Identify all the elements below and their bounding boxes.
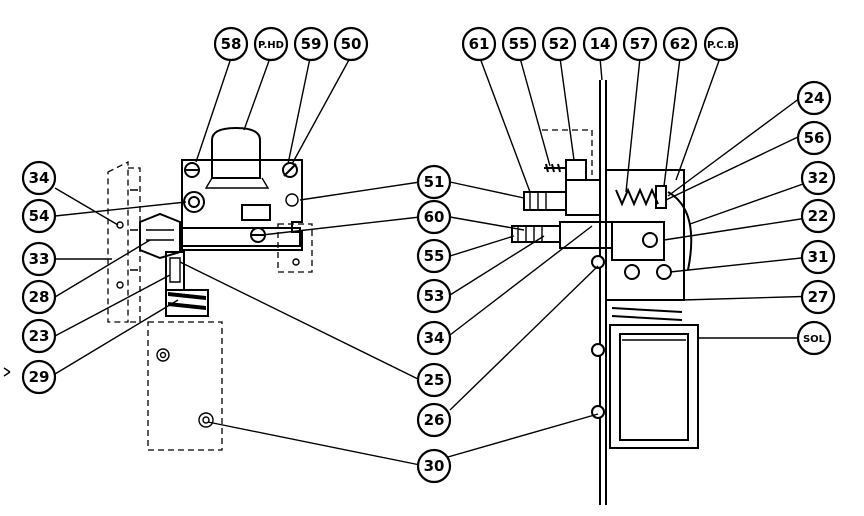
left-back-plate xyxy=(107,160,141,323)
svg-text:58: 58 xyxy=(221,35,242,53)
callout-62: 62 xyxy=(662,26,698,62)
callout-51: 51 xyxy=(416,164,452,200)
svg-text:55: 55 xyxy=(509,35,530,53)
svg-text:14: 14 xyxy=(590,35,611,53)
callout-55-upper: 55 xyxy=(501,26,537,62)
callout-22: 22 xyxy=(800,198,836,234)
svg-text:25: 25 xyxy=(424,371,445,389)
svg-text:34: 34 xyxy=(424,329,445,347)
svg-text:P.HD: P.HD xyxy=(258,40,284,51)
callout-solenoid: SOL xyxy=(796,320,832,356)
svg-text:52: 52 xyxy=(549,35,570,53)
svg-text:29: 29 xyxy=(29,368,50,386)
callout-33: 33 xyxy=(21,241,57,277)
callout-60: 60 xyxy=(416,199,452,235)
svg-text:62: 62 xyxy=(670,35,691,53)
callout-print-head: P.HD xyxy=(253,26,289,62)
callout-26: 26 xyxy=(416,402,452,438)
svg-text:60: 60 xyxy=(424,208,445,226)
callout-pcb: P.C.B xyxy=(703,26,739,62)
callout-52: 52 xyxy=(541,26,577,62)
svg-text:28: 28 xyxy=(29,288,50,306)
callout-54: 54 xyxy=(21,198,57,234)
solenoid xyxy=(609,324,699,449)
svg-text:33: 33 xyxy=(29,250,50,268)
svg-text:30: 30 xyxy=(424,457,445,475)
callout-55-lower: 55 xyxy=(416,238,452,274)
svg-text:23: 23 xyxy=(29,327,50,345)
callout-56: 56 xyxy=(796,120,832,156)
svg-text:24: 24 xyxy=(804,89,825,107)
svg-text:53: 53 xyxy=(424,287,445,305)
svg-text:54: 54 xyxy=(29,207,50,225)
callout-30: 30 xyxy=(416,448,452,484)
callout-53: 53 xyxy=(416,278,452,314)
svg-text:SOL: SOL xyxy=(803,334,826,345)
callout-29: 29 xyxy=(21,359,57,395)
callout-25: 25 xyxy=(416,362,452,398)
callout-23: 23 xyxy=(21,318,57,354)
callout-27: 27 xyxy=(800,279,836,315)
svg-text:32: 32 xyxy=(808,169,829,187)
callout-58: 58 xyxy=(213,26,249,62)
callout-24: 24 xyxy=(796,80,832,116)
svg-text:34: 34 xyxy=(29,169,50,187)
callout-34-right: 34 xyxy=(416,320,452,356)
print-head xyxy=(211,126,261,179)
callout-57: 57 xyxy=(622,26,658,62)
right-assembly xyxy=(511,80,699,505)
callout-34-left: 34 xyxy=(21,160,57,196)
callout-31: 31 xyxy=(800,239,836,275)
coil-spring xyxy=(615,187,659,207)
svg-text:P.C.B: P.C.B xyxy=(707,40,735,51)
svg-text:50: 50 xyxy=(341,35,362,53)
callout-59: 59 xyxy=(293,26,329,62)
svg-text:22: 22 xyxy=(808,207,829,225)
svg-text:27: 27 xyxy=(808,288,829,306)
callout-32: 32 xyxy=(800,160,836,196)
frame-plate xyxy=(599,80,607,505)
svg-text:26: 26 xyxy=(424,411,445,429)
left-lower-housing xyxy=(147,321,223,451)
svg-text:59: 59 xyxy=(301,35,322,53)
leader-lines xyxy=(54,57,821,466)
left-assembly xyxy=(3,126,313,451)
callout-50: 50 xyxy=(333,26,369,62)
callout-61: 61 xyxy=(461,26,497,62)
callout-14: 14 xyxy=(582,26,618,62)
svg-text:61: 61 xyxy=(469,35,490,53)
svg-text:51: 51 xyxy=(424,173,445,191)
svg-text:31: 31 xyxy=(808,248,829,266)
svg-text:56: 56 xyxy=(804,129,825,147)
svg-text:57: 57 xyxy=(630,35,651,53)
svg-text:55: 55 xyxy=(424,247,445,265)
callout-28: 28 xyxy=(21,279,57,315)
